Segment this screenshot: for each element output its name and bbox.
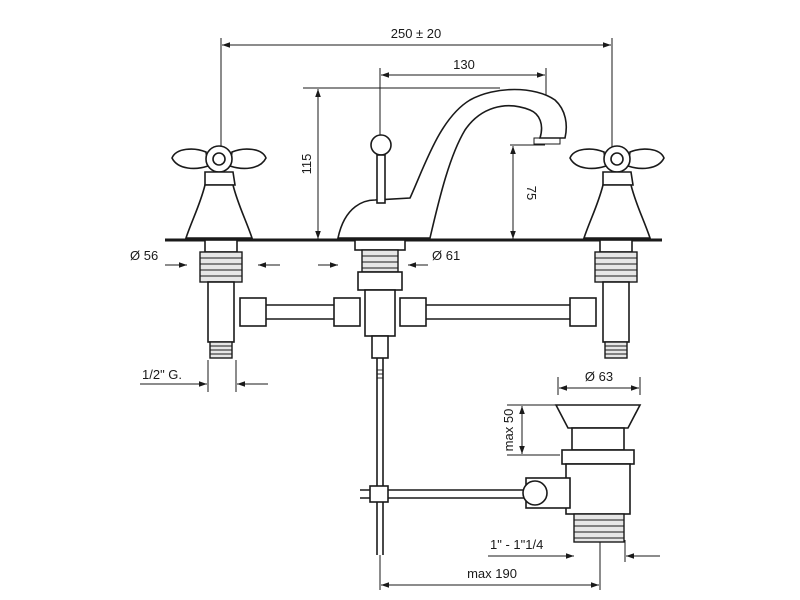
spout-height-label: 115 — [299, 154, 314, 175]
right-cross-handle — [569, 145, 665, 239]
handle-base-dia-label: Ø 56 — [130, 248, 158, 263]
inlet-thread-label: 1/2" G. — [142, 367, 182, 382]
pop-up-knob — [370, 134, 392, 204]
waste-thread-label: 1" - 1"1/4 — [490, 537, 543, 552]
left-cross-handle — [171, 145, 267, 239]
rod-length-label: max 190 — [467, 566, 517, 581]
spout-shank-tee — [333, 239, 427, 359]
dimension-labels: 250 ± 20 130 115 75 Ø 56 Ø 61 1/2" G. Ø … — [130, 26, 613, 581]
pop-up-waste — [522, 404, 642, 543]
waste-height-label: max 50 — [501, 409, 516, 452]
left-valve-body — [199, 239, 243, 359]
overall-width-label: 250 ± 20 — [391, 26, 442, 41]
spout-base-dia-label: Ø 61 — [432, 248, 460, 263]
dimension-lines — [140, 42, 660, 588]
spout-reach-label: 130 — [453, 57, 475, 72]
outlet-height-label: 75 — [524, 186, 539, 200]
lift-rod — [360, 358, 535, 555]
waste-dia-label: Ø 63 — [585, 369, 613, 384]
connecting-hoses — [239, 297, 597, 327]
spout — [337, 88, 568, 239]
right-valve-body — [594, 239, 638, 359]
